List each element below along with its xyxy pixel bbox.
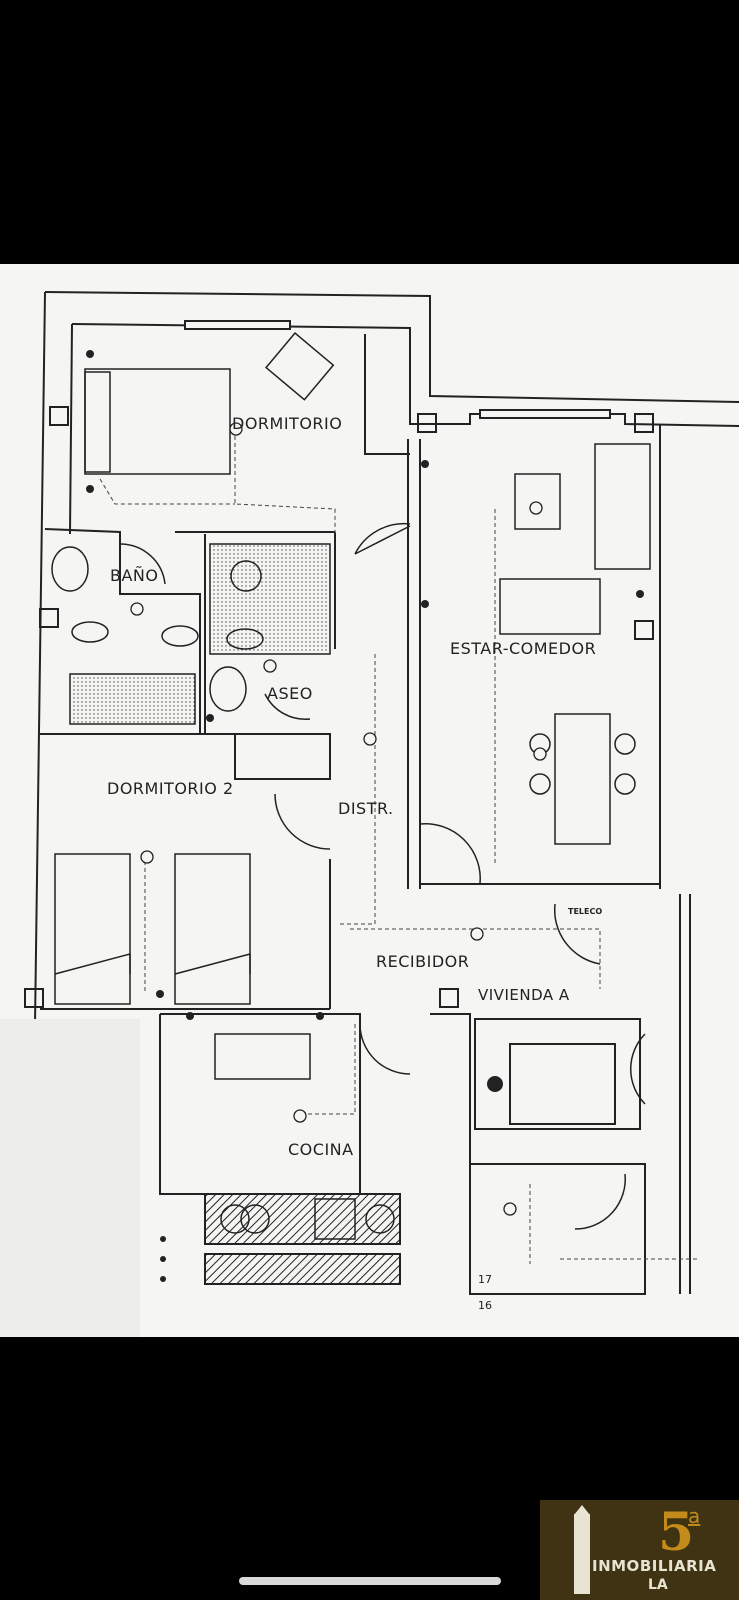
chair [614,733,636,755]
tower-body [574,1514,590,1594]
window-estar [479,409,611,419]
dorm-right-wall [364,334,410,455]
shower-drain [230,560,262,592]
burner [240,1204,270,1234]
floor-plan-sheet: DORMITORIO BAÑO ASEO ESTAR-COMEDOR DORMI… [0,264,739,1337]
toilet [161,625,199,647]
sofa-2 [499,578,601,635]
lift [509,1043,616,1125]
outer-wall-inner [71,323,739,427]
logo-brand-line2: LA [648,1577,668,1593]
sink [51,546,89,592]
room-label-dormitorio-2: DORMITORIO 2 [107,779,234,798]
room-label-recibidor: RECIBIDOR [376,952,470,971]
tv-unit [514,473,561,530]
column [49,406,69,426]
chair [614,773,636,795]
kitchen-table [214,1033,311,1080]
outer-wall [44,291,739,403]
stove [314,1198,356,1240]
chair [529,773,551,795]
door-arc [574,1173,626,1230]
column [634,620,654,640]
walls [24,291,739,1295]
counter [204,1193,401,1245]
door-arc [359,1023,411,1075]
tower-icon [574,1505,590,1515]
room-label-estar-comedor: ESTAR-COMEDOR [450,639,597,658]
light-points [130,422,547,1216]
sofa [594,443,651,570]
sink [209,666,247,712]
room-label-bano: BAÑO [110,566,159,585]
room-label-cocina: COCINA [288,1140,354,1159]
left-outer-wall [34,291,46,1025]
bed-fold [54,953,131,975]
doors [119,522,646,1230]
armchair [265,332,335,401]
stair-box [474,1018,641,1130]
door-arc [274,793,331,850]
floor-plan-drawing [0,291,739,1337]
left-inner-wall [69,323,73,535]
toilet [226,628,264,650]
bed-fold [174,953,251,975]
burner [220,1204,250,1234]
bed-pillow [84,371,111,473]
double-bed [84,368,231,475]
column [24,988,44,1008]
logo-numeral: 5 [658,1502,695,1563]
cocina-outline [159,1013,361,1195]
agency-logo: 5 a INMOBILIARIA LA [540,1500,739,1600]
door-arc [119,543,166,585]
bath-block [44,528,201,734]
bathtub [69,673,196,725]
column [634,413,654,433]
room-label-distr: DISTR. [338,799,394,818]
furniture [51,332,651,1240]
vivienda-wall [430,1013,471,1284]
column [439,988,459,1008]
wiring [99,429,700,1264]
logo-superscript: a [688,1504,701,1528]
paper-fold [0,1019,140,1337]
sink-basin [365,1204,395,1234]
door-arc [264,693,311,720]
toilet [71,621,109,643]
room-label-aseo: ASEO [267,684,313,703]
door-arc [553,903,601,965]
door-arc [629,1033,646,1105]
teleco-label: TELECO [568,907,603,916]
window-top [184,320,291,330]
dining-table [554,713,611,845]
door-arc [419,823,481,885]
step-number-16: 16 [478,1299,492,1312]
landing [469,1163,646,1295]
dorm2-closet [234,733,331,780]
step-number-17: 17 [478,1273,492,1286]
room-label-vivienda-a: VIVIENDA A [478,986,570,1004]
room-label-dormitorio: DORMITORIO [232,414,343,433]
door-leaf [354,525,411,555]
logo-brand-line1: INMOBILIARIA [592,1557,717,1575]
single-bed [54,853,131,1005]
column [417,413,437,433]
shower [209,543,331,655]
outlet-marks [86,350,644,1282]
counter-2 [204,1253,401,1285]
door-arc [354,522,411,555]
single-bed [174,853,251,1005]
column [39,608,59,628]
home-indicator[interactable] [239,1577,501,1585]
